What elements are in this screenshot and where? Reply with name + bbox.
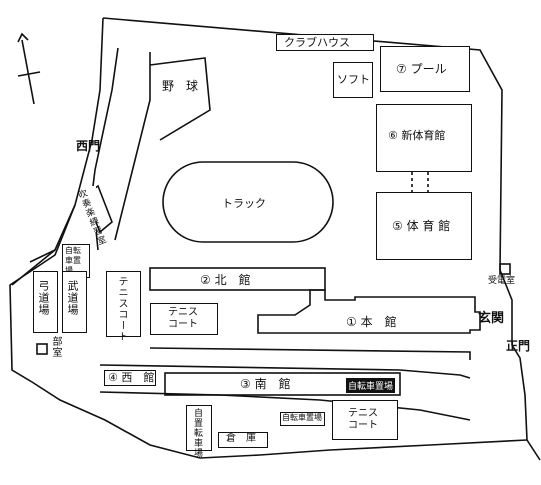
club-room-label: 部室 [50,336,61,358]
gym[interactable] [376,192,472,260]
club-house[interactable] [276,34,374,51]
gym-label: ⑤ 体 育 館 [392,219,451,233]
new-gym[interactable] [376,104,472,172]
south-building-label: ③ 南 館 [240,377,291,391]
kyudo-label: 弓道場 [37,280,50,316]
bike-parking-mid-label: 自転車置場 [282,413,322,422]
budo-hall[interactable] [62,271,87,333]
bike-parking-small-label: 自転車置場 [65,246,81,275]
track [162,161,334,243]
west-building[interactable] [104,370,156,386]
bike-parking-south-label: 自転車置場 [348,382,394,392]
track-label: トラック [222,197,266,210]
bike-parking-left-label: 自置転車場 [192,408,202,458]
west-building-label: ④ 西 館 [108,371,155,384]
warehouse-label: 倉 庫 [226,433,256,444]
bike-parking-south[interactable]: 自転車置場 [346,378,396,393]
tennis-court-south-label: テニス コート [348,408,378,431]
new-gym-label: ⑥ 新体育館 [388,129,446,142]
tennis-court-vertical-label: テニスコート [116,276,127,342]
main-building-label: ① 本 館 [346,315,397,329]
kyudo-hall[interactable] [33,271,58,333]
softball-field[interactable] [333,62,373,98]
baseball-label: 野 球 [162,79,199,93]
campus-boundary-bottom [9,204,528,459]
softball-label: ソフト [337,73,370,86]
south-building [164,372,401,396]
north-building-label: ② 北 館 [200,273,251,287]
tennis-court-center-label: テニス コート [168,307,198,330]
tennis-court-south[interactable] [332,400,398,440]
tennis-court-center[interactable] [150,303,218,335]
main-building [257,289,481,334]
band-room[interactable] [82,186,96,232]
tennis-court-vertical[interactable] [106,271,141,337]
main-gate-label: 正門 [506,339,531,353]
pool-label: ⑦ プール [396,62,447,76]
warehouse[interactable] [218,432,268,448]
budo-label: 武道場 [66,280,79,316]
club-house-label: クラブハウス [284,36,350,49]
north-building [149,267,326,291]
campus-boundary [102,17,541,461]
campus-boundary-west [74,17,104,206]
west-gate-label: 西門 [76,139,101,153]
power-room-label: 受電室 [488,276,516,286]
pool[interactable] [380,46,470,92]
bike-parking-left[interactable] [186,405,212,451]
bike-parking-mid[interactable] [280,412,325,426]
entrance-label: 玄関 [478,311,505,326]
